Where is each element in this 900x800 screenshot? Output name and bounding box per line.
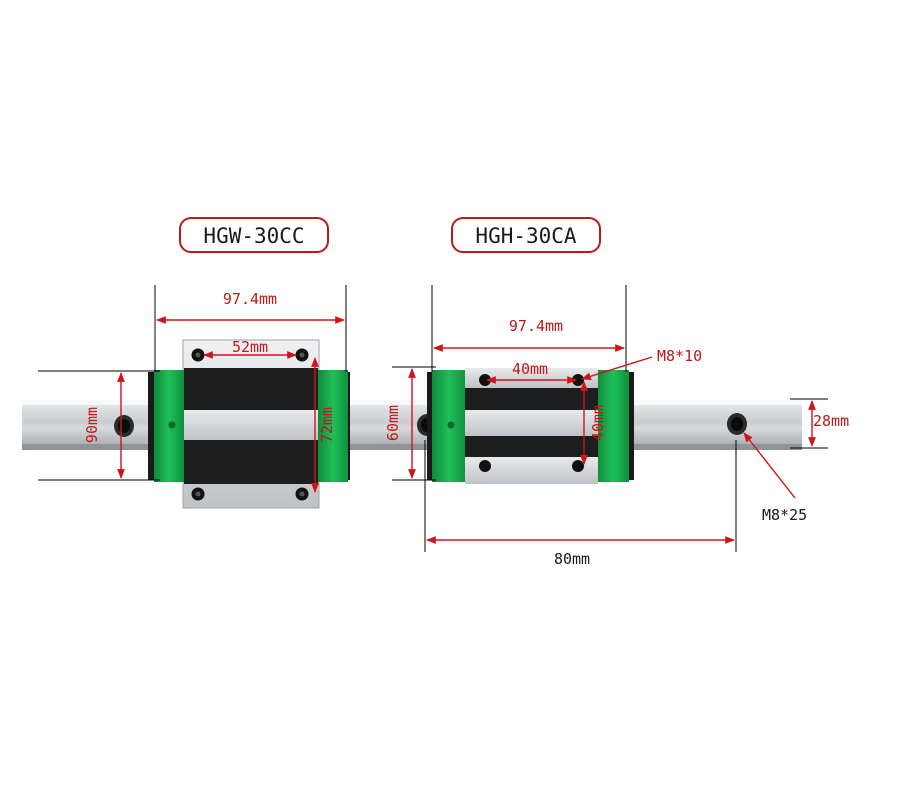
flange-block-hgw bbox=[148, 339, 350, 509]
leader-line-thread bbox=[581, 356, 653, 381]
flange-hole bbox=[191, 348, 205, 362]
end-cap-left bbox=[148, 372, 158, 480]
dimensions-right: 97.4mm 40mm 40mm 60mm M8*10 bbox=[384, 285, 702, 481]
dim-label-hole-spacing: 52mm bbox=[232, 338, 268, 356]
dim-label-hole-spacing-x: 40mm bbox=[512, 360, 548, 378]
dim-label-length: 97.4mm bbox=[223, 290, 277, 308]
title-hgh-text: HGH-30CA bbox=[475, 224, 577, 248]
title-hgh: HGH-30CA bbox=[451, 217, 601, 253]
leader-line-rail-hole bbox=[743, 432, 796, 499]
dim-label-height: 90mm bbox=[83, 407, 101, 443]
flange-hole bbox=[295, 348, 309, 362]
rail-hole bbox=[727, 413, 747, 435]
block-stripe bbox=[465, 410, 598, 436]
dimensions-rail: 28mm M8*25 80mm bbox=[424, 398, 849, 568]
flange-hole bbox=[295, 487, 309, 501]
flange-hole bbox=[191, 487, 205, 501]
dim-label-inner-height: 72mm bbox=[318, 407, 336, 443]
thread-label: M8*10 bbox=[657, 347, 702, 365]
rail-hole bbox=[114, 415, 134, 437]
block-hole bbox=[572, 460, 584, 472]
block-stripe bbox=[184, 410, 318, 440]
dim-label-height: 60mm bbox=[384, 405, 402, 441]
green-seal-right bbox=[318, 370, 348, 482]
title-hgw-text: HGW-30CC bbox=[203, 224, 304, 248]
rail-hole-label: M8*25 bbox=[762, 506, 807, 524]
rail-pitch-label: 80mm bbox=[554, 550, 590, 568]
dim-label-hole-spacing-y: 40mm bbox=[589, 405, 607, 441]
block-hole bbox=[479, 460, 491, 472]
dim-label-length: 97.4mm bbox=[509, 317, 563, 335]
title-hgw: HGW-30CC bbox=[179, 217, 329, 253]
grease-nipple bbox=[168, 421, 176, 429]
square-block-hgh bbox=[427, 368, 634, 484]
dimensions-left: 97.4mm 52mm 90mm 72mm bbox=[38, 285, 347, 493]
grease-nipple bbox=[447, 421, 455, 429]
green-seal-right bbox=[597, 370, 629, 482]
rail-width-label: 28mm bbox=[813, 412, 849, 430]
